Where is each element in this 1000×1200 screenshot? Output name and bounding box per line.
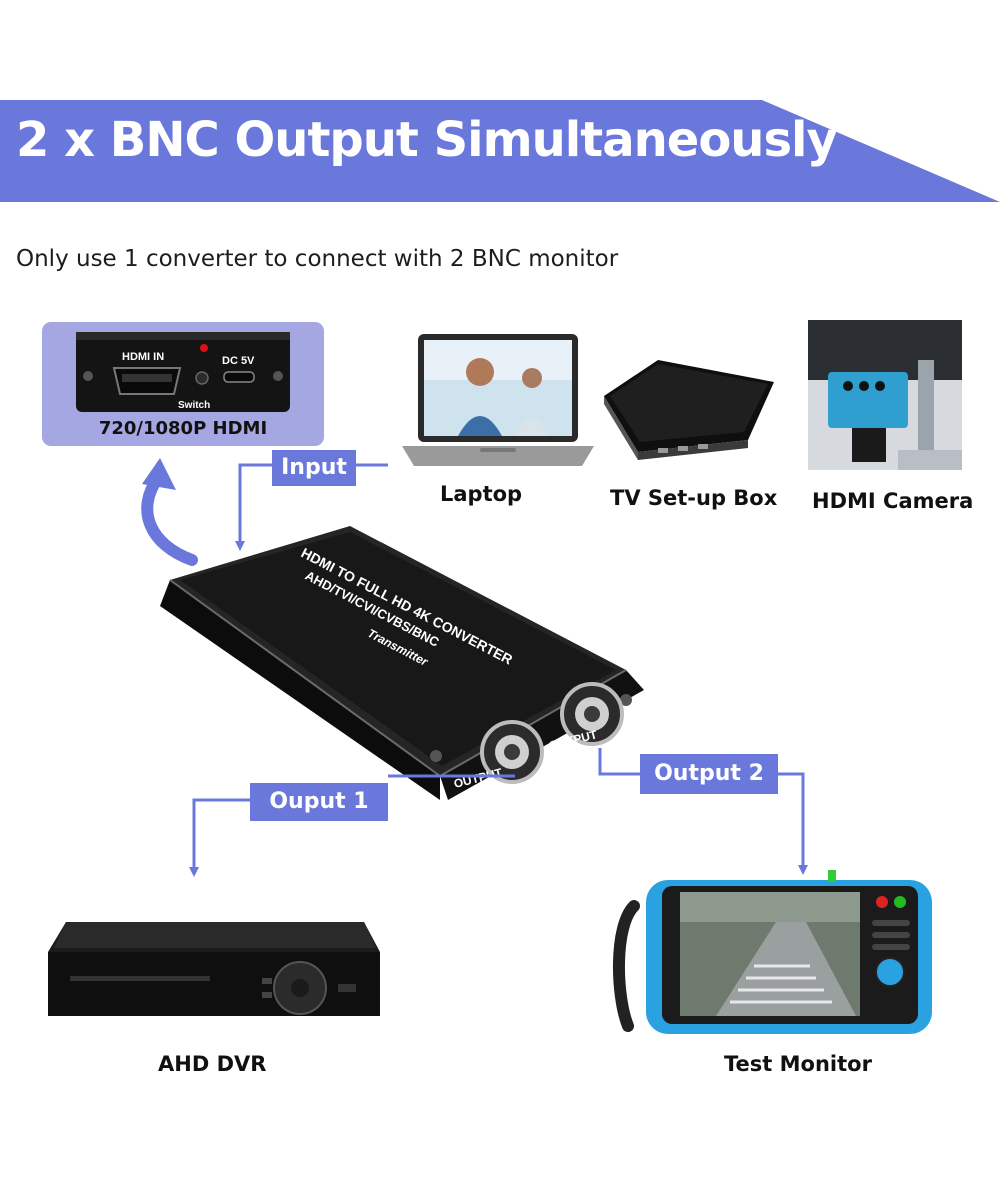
laptop-image bbox=[402, 334, 594, 466]
hdmi-caption: 720/1080P HDMI bbox=[98, 418, 268, 439]
hdmi-input-panel: HDMI IN DC 5V Switch 720/1080P HDMI bbox=[42, 322, 324, 446]
camera-label: HDMI Camera bbox=[812, 489, 974, 513]
hdmi-port-image: HDMI IN DC 5V Switch bbox=[76, 332, 290, 412]
tv-box-image bbox=[604, 360, 774, 460]
output1-label: Ouput 1 bbox=[250, 783, 388, 821]
tv-box-label: TV Set-up Box bbox=[610, 486, 778, 510]
switch-label: Switch bbox=[178, 400, 210, 411]
converter-image: HDMI TO FULL HD 4K CONVERTER AHD/TVI/CVI… bbox=[160, 526, 644, 800]
dc-label: DC 5V bbox=[222, 355, 255, 367]
hdmi-in-label: HDMI IN bbox=[122, 351, 164, 363]
title-banner bbox=[0, 100, 1000, 202]
output2-label: Output 2 bbox=[640, 754, 778, 794]
dvr-image bbox=[48, 922, 380, 1016]
camera-image bbox=[808, 320, 962, 470]
dvr-label: AHD DVR bbox=[158, 1052, 267, 1076]
input-label: Input bbox=[272, 450, 356, 486]
subtitle: Only use 1 converter to connect with 2 B… bbox=[16, 246, 619, 272]
test-monitor-label: Test Monitor bbox=[724, 1052, 872, 1076]
banner-title: 2 x BNC Output Simultaneously bbox=[16, 112, 838, 168]
laptop-label: Laptop bbox=[440, 482, 523, 506]
test-monitor-image bbox=[613, 870, 932, 1034]
